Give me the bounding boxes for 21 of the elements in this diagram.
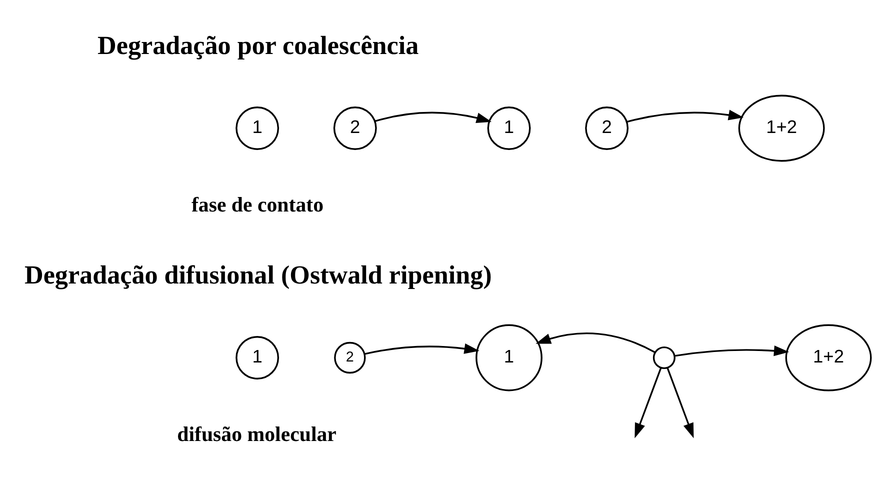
arrow [626,109,744,122]
node-circle: 2 [334,341,366,374]
arrow [536,332,656,352]
arrow [666,367,694,438]
node-circle [652,346,676,369]
arrow [364,342,480,354]
node-circle: 2 [585,106,629,150]
arrow [374,111,492,123]
label: Degradação por coalescência [98,30,419,60]
node-circle: 1 [487,106,531,150]
node-circle: 1 [236,106,280,150]
label: fase de contato [191,192,324,216]
arrow [634,367,662,438]
node-circle: 1 [476,324,542,391]
node-circle: 1 [236,336,280,379]
node-ellipse: 1+2 [785,324,872,391]
arrow [674,345,790,356]
label: Degradação difusional (Ostwald ripening) [24,260,492,289]
label: difusão molecular [177,421,336,446]
node-circle: 2 [333,106,377,150]
node-ellipse: 1+2 [738,94,825,162]
